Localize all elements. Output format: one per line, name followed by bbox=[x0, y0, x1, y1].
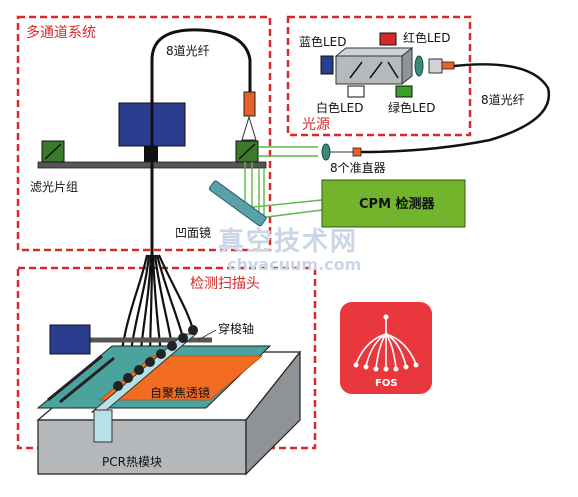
watermark-url: chvacuum.com bbox=[227, 255, 361, 274]
fiber-right-label: 8道光纤 bbox=[481, 93, 525, 107]
scan-head-frame bbox=[16, 266, 317, 450]
light-cone bbox=[241, 115, 257, 141]
scan-head-title: 检测扫描头 bbox=[190, 276, 260, 292]
filter-group-label: 滤光片组 bbox=[30, 180, 78, 194]
fiber-top-label: 8道光纤 bbox=[166, 44, 210, 58]
light-source-frame bbox=[286, 15, 472, 137]
light-source-title: 光源 bbox=[302, 117, 330, 133]
green-light-paths bbox=[243, 146, 323, 220]
source-fiber-connector bbox=[441, 61, 455, 70]
fiber-connector-top bbox=[243, 91, 256, 117]
plate-slot-2 bbox=[59, 356, 115, 404]
filter-cube-right bbox=[235, 140, 259, 163]
lens-beads bbox=[113, 325, 198, 391]
fos-logo-text: FOS bbox=[375, 378, 398, 389]
green-led-label: 绿色LED bbox=[388, 100, 436, 115]
fos-logo: FOS bbox=[340, 302, 432, 394]
white-led-label: 白色LED bbox=[316, 100, 364, 115]
concave-mirror-label: 凹面镜 bbox=[175, 225, 211, 240]
plate-slot-1 bbox=[47, 354, 103, 402]
cpm-detector bbox=[321, 179, 466, 228]
self-focus-lens-label: 自聚焦透镜 bbox=[150, 385, 210, 400]
shuttle-motor bbox=[49, 324, 91, 355]
cpm-detector-label: CPM 检测器 bbox=[359, 196, 436, 212]
collimator bbox=[321, 143, 362, 161]
multichannel-title: 多通道系统 bbox=[26, 24, 96, 41]
pcr-block-label: PCR热模块 bbox=[102, 455, 162, 469]
concave-mirror bbox=[208, 180, 267, 227]
shuttle-axis-label: 穿梭轴 bbox=[218, 321, 254, 336]
green-led bbox=[395, 85, 413, 98]
watermark-chinese: 真空技术网 bbox=[218, 226, 358, 257]
multichannel-frame bbox=[16, 15, 272, 252]
source-lens bbox=[414, 55, 424, 77]
filter-cube-left bbox=[41, 140, 65, 163]
blue-led-label: 蓝色LED bbox=[299, 35, 347, 49]
shuttle-pointer bbox=[197, 329, 217, 341]
white-led bbox=[347, 85, 365, 98]
blue-led bbox=[320, 55, 334, 75]
source-fiber bbox=[360, 63, 551, 154]
led-combiner bbox=[334, 46, 414, 86]
collimator-label: 8个准直器 bbox=[330, 161, 386, 175]
red-led bbox=[379, 32, 397, 46]
red-led-label: 红色LED bbox=[403, 30, 451, 45]
fiber-bundle-arc bbox=[150, 28, 252, 255]
source-output-port bbox=[428, 58, 443, 74]
